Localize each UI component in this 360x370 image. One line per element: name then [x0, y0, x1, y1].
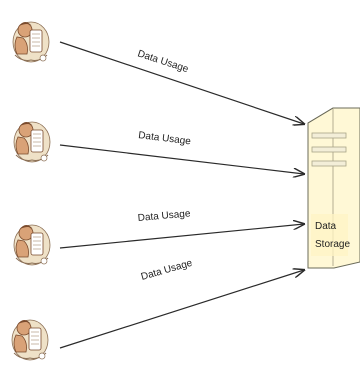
- user-figure-3: [13, 224, 51, 266]
- connection-label-3: Data Usage: [137, 208, 191, 224]
- server-tower-icon: [307, 107, 360, 269]
- storage-label-line-2: Storage: [315, 239, 350, 250]
- user-figure-icon: [13, 224, 51, 266]
- connection-line-1: [59, 41, 304, 124]
- user-figure-icon: [13, 121, 51, 163]
- connection-label-2: Data Usage: [138, 130, 192, 147]
- data-storage-server: Data Storage: [307, 107, 360, 269]
- user-figure-1: [12, 21, 50, 63]
- storage-label-line-1: Data: [315, 221, 337, 232]
- user-figure-icon: [12, 21, 50, 63]
- connection-line-3: [59, 224, 304, 249]
- user-figure-4: [11, 319, 49, 361]
- connection-label-4: Data Usage: [140, 258, 194, 283]
- connection-line-4: [59, 270, 304, 349]
- user-figure-icon: [11, 319, 49, 361]
- user-figure-2: [13, 121, 51, 163]
- connection-line-2: [59, 144, 304, 174]
- connection-label-1: Data Usage: [136, 48, 190, 75]
